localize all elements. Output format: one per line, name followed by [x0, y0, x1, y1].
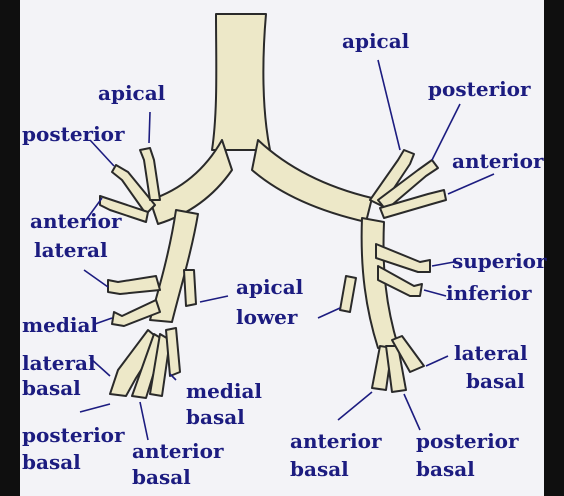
label-right-medial-basal-line2: basal	[186, 406, 245, 429]
label-right-posterior-basal-line2: basal	[22, 451, 81, 474]
label-left-apical: apical	[342, 30, 409, 53]
label-right-anterior-basal-line2: basal	[132, 466, 191, 489]
leader-right-anterior-basal	[140, 402, 148, 440]
leader-right-lateral	[84, 270, 108, 287]
left-main-bronchus	[252, 140, 372, 222]
label-right-lateral-basal-line1: lateral	[22, 352, 96, 375]
leader-apical-lower-left	[318, 308, 340, 318]
right-medial-basal-branch	[166, 328, 180, 376]
label-left-inferior: inferior	[446, 282, 531, 305]
leader-left-apical	[378, 60, 400, 150]
leader-left-posterior-basal	[404, 394, 420, 430]
label-right-posterior-basal-line1: posterior	[22, 424, 125, 447]
right-middle-lateral-branch	[108, 276, 160, 294]
left-apical-lower-branch	[340, 276, 356, 312]
label-right-anterior: anterior	[30, 210, 121, 233]
label-right-lateral-basal-line2: basal	[22, 377, 81, 400]
right-apical-lower-branch	[184, 270, 196, 306]
label-left-lateral-basal-line2: basal	[466, 370, 525, 393]
label-apical-lower-line2: lower	[236, 306, 297, 329]
right-middle-medial-branch	[112, 300, 160, 326]
label-right-lateral: lateral	[34, 239, 108, 262]
leader-right-apical	[149, 112, 150, 143]
leader-left-anterior-basal	[338, 392, 372, 420]
leader-left-inferior	[424, 290, 446, 296]
leader-left-anterior	[448, 174, 494, 194]
label-right-posterior: posterior	[22, 123, 125, 146]
leader-apical-lower-right	[200, 296, 228, 302]
label-left-anterior-basal-line1: anterior	[290, 430, 381, 453]
leader-left-superior	[432, 262, 454, 266]
trachea	[212, 14, 270, 150]
label-left-anterior: anterior	[452, 150, 543, 173]
label-apical-lower-line1: apical	[236, 276, 303, 299]
label-right-anterior-basal-line1: anterior	[132, 440, 223, 463]
label-left-lateral-basal-line1: lateral	[454, 342, 528, 365]
label-right-medial-basal-line1: medial	[186, 380, 262, 403]
leader-right-posterior-basal	[80, 404, 110, 412]
label-right-apical: apical	[98, 82, 165, 105]
label-left-posterior: posterior	[428, 78, 531, 101]
label-left-anterior-basal-line2: basal	[290, 458, 349, 481]
label-left-posterior-basal-line1: posterior	[416, 430, 519, 453]
leader-left-lateral-basal	[426, 356, 448, 366]
label-right-medial: medial	[22, 314, 98, 337]
label-left-superior: superior	[452, 250, 547, 273]
label-left-posterior-basal-line2: basal	[416, 458, 475, 481]
right-main-bronchus	[150, 140, 232, 224]
